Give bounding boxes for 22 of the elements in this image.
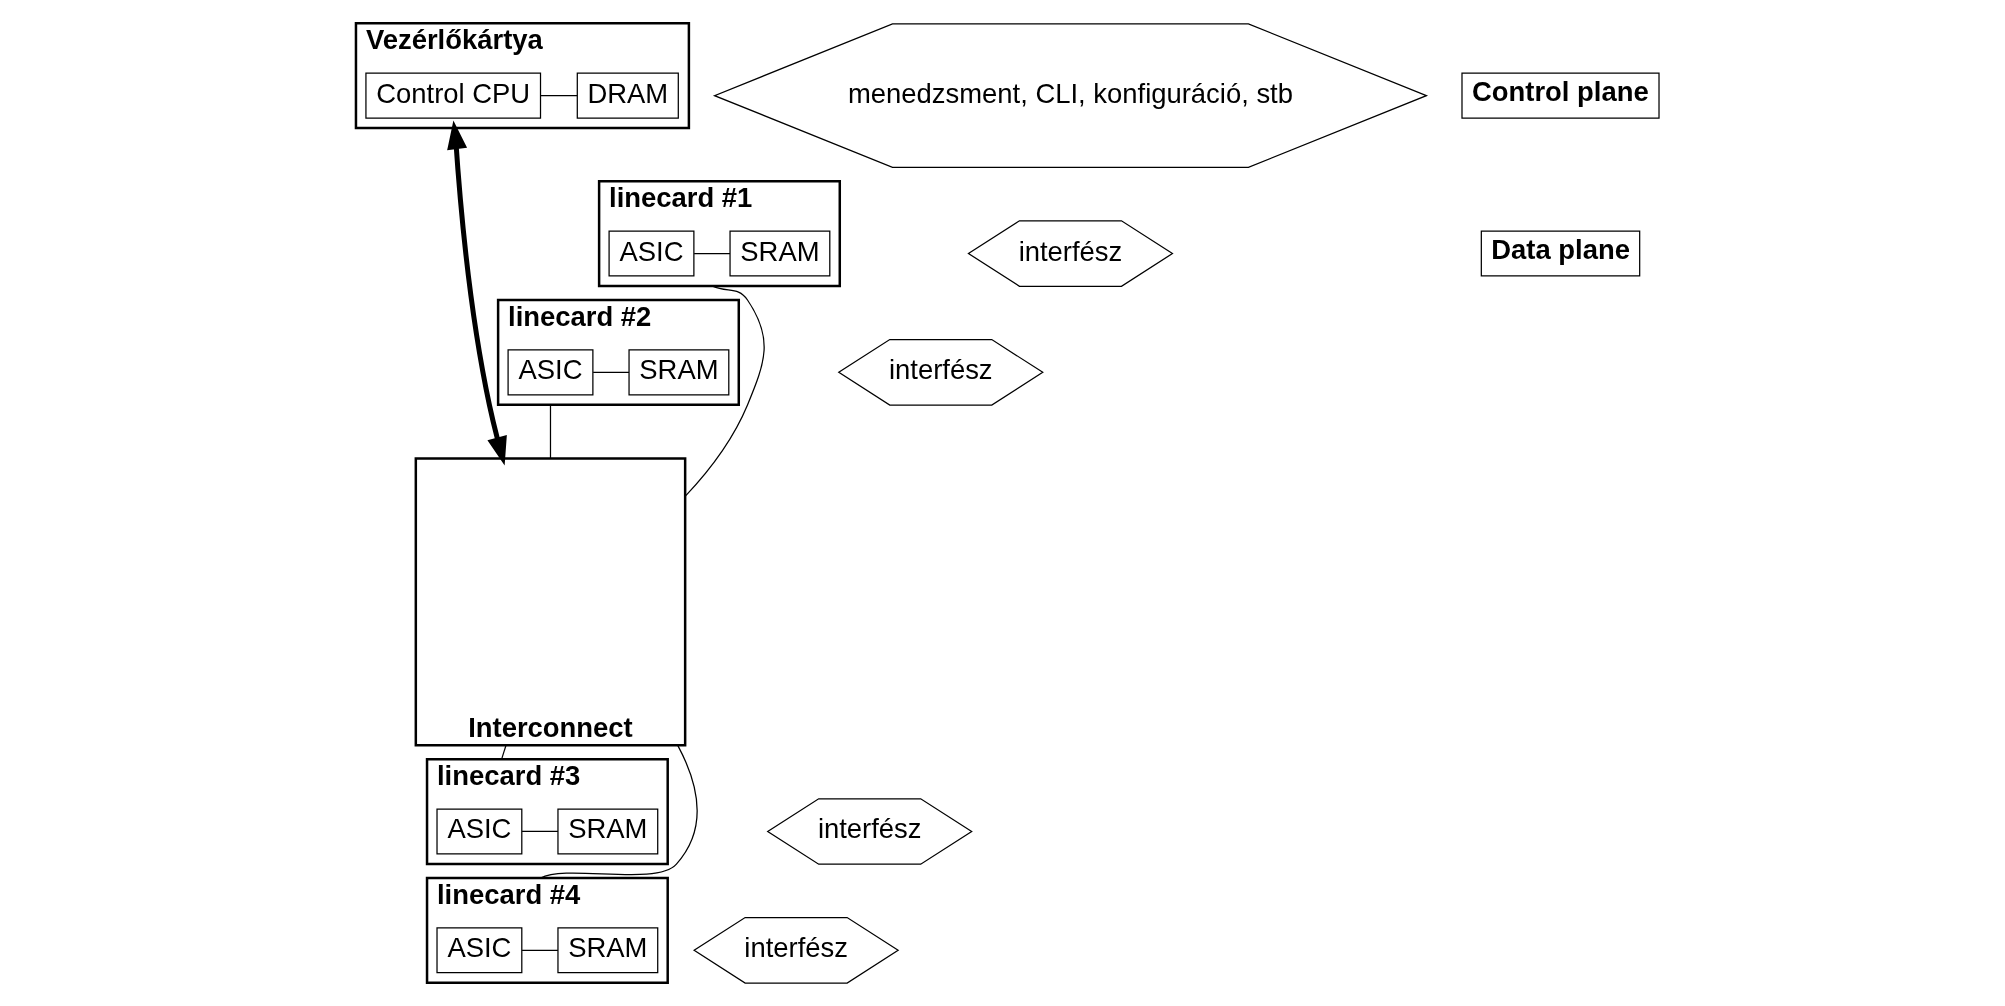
node-box: Control plane <box>1461 72 1660 119</box>
node-box: Data plane <box>1480 230 1641 277</box>
node-box: Interconnect <box>414 457 687 747</box>
node-box: ASIC <box>608 230 695 277</box>
node-box: ASIC <box>507 349 594 396</box>
connector <box>592 371 630 373</box>
node-box: ASIC <box>436 927 523 974</box>
node-box: ASIC <box>436 808 523 855</box>
connector <box>549 404 552 459</box>
connector <box>501 744 507 760</box>
connector <box>540 95 578 97</box>
arrow <box>447 120 507 466</box>
connector <box>693 252 731 255</box>
node-box: SRAM <box>628 349 730 396</box>
node-box: DRAM <box>576 72 679 119</box>
node-box: SRAM <box>557 808 659 855</box>
node-box: SRAM <box>557 927 659 974</box>
node-box: SRAM <box>729 230 831 277</box>
connector <box>521 949 559 951</box>
connector <box>521 830 559 833</box>
connector <box>684 285 765 497</box>
node-box: Control CPU <box>365 72 542 119</box>
